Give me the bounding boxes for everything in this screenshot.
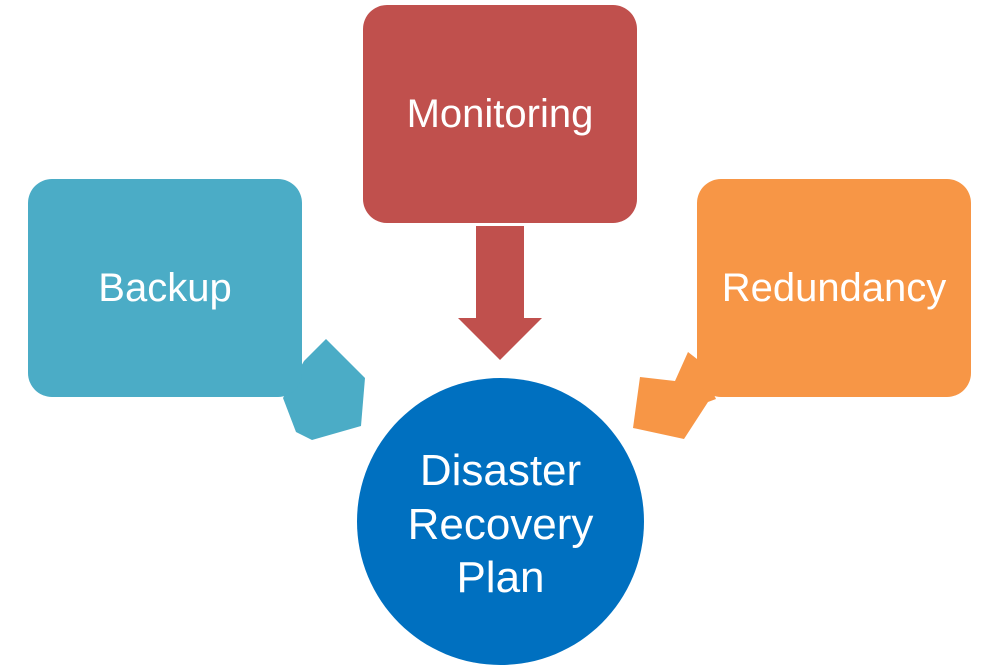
redundancy-node: Redundancy (697, 179, 971, 397)
monitoring-label: Monitoring (406, 92, 594, 136)
backup-arrow (283, 339, 365, 440)
backup-node: Backup (28, 179, 302, 397)
center-label-line-3: Plan (456, 553, 545, 603)
backup-label: Backup (98, 266, 232, 310)
center-label-line-2: Recovery (407, 499, 594, 549)
monitoring-node: Monitoring (363, 5, 637, 223)
center-label-line-1: Disaster (419, 445, 582, 495)
redundancy-arrow (633, 352, 716, 439)
center-label: Disaster Recovery Plan (408, 444, 594, 605)
monitoring-arrow (458, 226, 542, 360)
disaster-recovery-plan-node: Disaster Recovery Plan (357, 378, 644, 665)
redundancy-label: Redundancy (721, 266, 947, 310)
